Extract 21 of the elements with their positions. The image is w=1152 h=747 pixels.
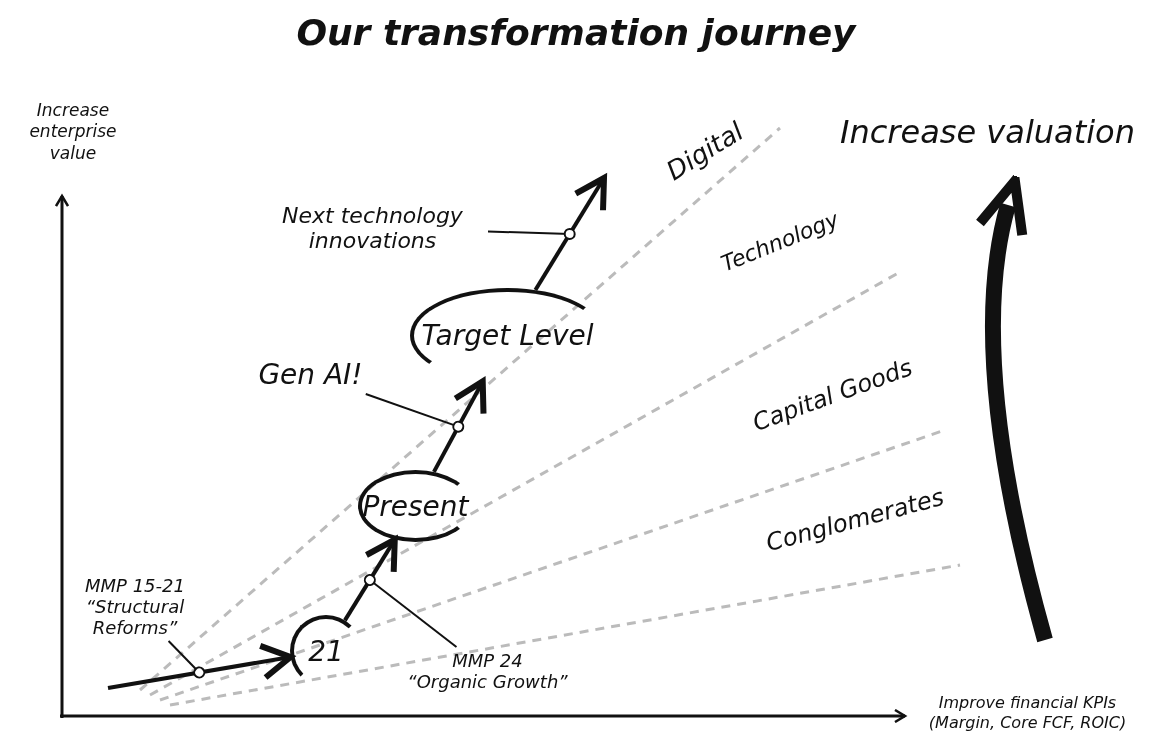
milestone-label: Target Level	[421, 319, 594, 352]
annotation-text: “Structural Reforms”	[84, 596, 186, 638]
annotation-text: “Organic Growth”	[406, 671, 569, 692]
arrow	[533, 175, 607, 292]
arrow	[343, 536, 398, 622]
heading: Increase valuation	[839, 112, 1136, 152]
leader-line	[364, 393, 465, 433]
annotation-text: Next technology innovations	[281, 203, 464, 253]
leader-line	[487, 228, 576, 240]
annotation-text: MMP 15-21	[84, 575, 186, 596]
axis-label: Increase enterprise value	[28, 100, 118, 164]
milestone-label: 21	[308, 634, 344, 668]
arrow	[432, 378, 487, 473]
leader-line	[363, 573, 458, 648]
leader-line	[167, 640, 206, 679]
axis-label: Improve financial KPIs (Margin, Core FCF, ROIC)	[927, 693, 1128, 733]
arrow	[107, 642, 294, 690]
annotation-text: Gen AI!	[257, 358, 364, 391]
milestone-label: Present	[362, 489, 469, 523]
annotation-text: MMP 24	[451, 650, 524, 671]
title: Our transformation journey	[295, 12, 858, 53]
